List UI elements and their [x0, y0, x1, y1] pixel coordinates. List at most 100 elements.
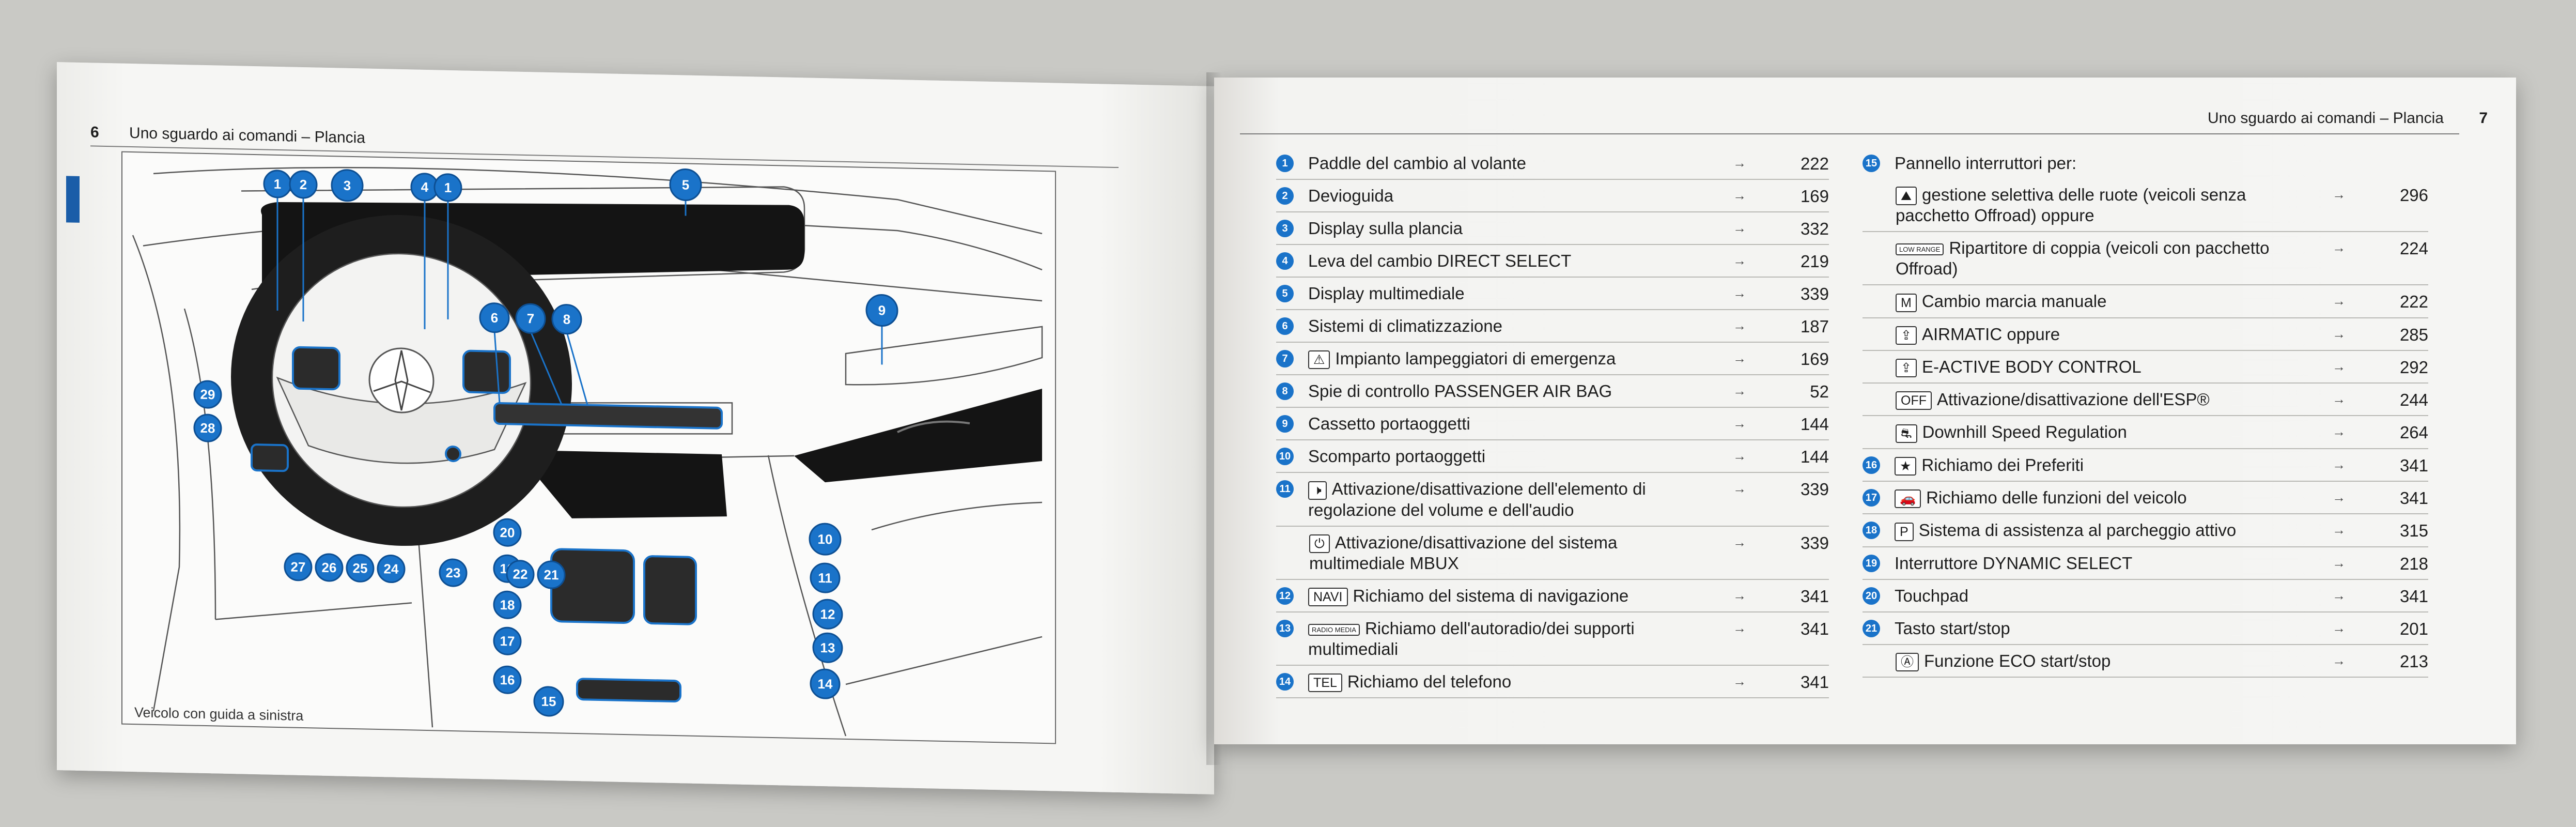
legend-label: Cassetto portaoggetti	[1276, 414, 1829, 434]
page-reference: 339	[1800, 480, 1829, 499]
legend-row: ⇪AIRMATIC oppure→285	[1863, 318, 2428, 351]
page-reference: 201	[2399, 619, 2428, 638]
button-symbol-icon: 🚗	[1895, 489, 1921, 509]
callout-5: 5	[669, 168, 702, 201]
page-reference: 244	[2399, 390, 2428, 410]
legend-label: ⚠Impianto lampeggiatori di emergenza	[1276, 348, 1829, 370]
legend-number-badge: 16	[1863, 456, 1880, 474]
legend-number-badge: 7	[1276, 350, 1294, 367]
legend-label: Leva del cambio DIRECT SELECT	[1276, 251, 1829, 271]
left-page: 6 Uno sguardo ai comandi – Plancia	[57, 62, 1214, 794]
legend-text: Sistema di assistenza al parcheggio atti…	[1918, 520, 2237, 540]
page-reference: 285	[2399, 325, 2428, 344]
cockpit-illustration: 1 2 3 4 1 5 6 7 8 9 29 28 20 10 19 11 18…	[121, 151, 1056, 744]
callout-24: 24	[377, 555, 406, 584]
legend-text: Attivazione/disattivazione dell'ESP®	[1937, 390, 2210, 409]
page-arrow-icon: →	[1733, 285, 1746, 301]
svg-text:9: 9	[878, 302, 886, 318]
callout-17: 17	[493, 626, 522, 655]
legend-number-badge: 19	[1863, 554, 1880, 572]
page-arrow-icon: →	[1733, 383, 1746, 399]
legend-label: Display sulla plancia	[1276, 218, 1829, 239]
page-arrow-icon: →	[1733, 534, 1746, 550]
page-arrow-icon: →	[2332, 293, 2346, 309]
right-page-header: Uno sguardo ai comandi – Plancia 7	[2208, 110, 2488, 127]
callout-15: 15	[533, 686, 564, 717]
legend-number-badge: 10	[1276, 448, 1294, 466]
button-symbol-icon: ⏻	[1309, 534, 1330, 553]
page-reference: 52	[1810, 382, 1829, 402]
left-page-header: 6 Uno sguardo ai comandi – Plancia	[90, 124, 365, 147]
page-arrow-icon: →	[1733, 481, 1746, 497]
legend-number-badge: 3	[1276, 220, 1294, 237]
legend-text: Downhill Speed Regulation	[1922, 422, 2127, 442]
legend-text: Display sulla plancia	[1308, 219, 1463, 238]
legend-text: Richiamo del telefono	[1347, 672, 1512, 692]
svg-text:16: 16	[500, 672, 515, 688]
legend-text: Attivazione/disattivazione del sistema m…	[1309, 532, 1618, 573]
callout-13: 13	[812, 632, 843, 663]
button-symbol-icon: P	[1895, 522, 1914, 541]
legend-text: Cassetto portaoggetti	[1308, 414, 1470, 434]
callout-6: 6	[479, 302, 510, 333]
legend-number-badge: 20	[1863, 587, 1880, 605]
callout-21: 21	[537, 560, 566, 589]
legend-number-badge: 2	[1276, 187, 1294, 205]
svg-text:1: 1	[274, 176, 281, 192]
legend-text: Sistemi di climatizzazione	[1308, 316, 1502, 335]
page-arrow-icon: →	[2332, 326, 2346, 342]
page-reference: 341	[1800, 672, 1829, 692]
svg-text:23: 23	[446, 565, 461, 581]
svg-text:28: 28	[200, 420, 215, 436]
right-header-title: Uno sguardo ai comandi – Plancia	[2208, 110, 2444, 127]
page-reference: 339	[1800, 284, 1829, 303]
legend-number-badge: 21	[1863, 619, 1880, 637]
page-reference: 222	[2399, 292, 2428, 312]
callout-14: 14	[810, 668, 841, 699]
page-reference: 292	[2399, 357, 2428, 377]
page-arrow-icon: →	[1733, 416, 1746, 432]
legend-text: Richiamo dell'autoradio/dei supporti mul…	[1308, 619, 1635, 659]
page-arrow-icon: →	[2332, 456, 2346, 472]
button-symbol-icon: ⇪	[1896, 326, 1917, 345]
legend-number-badge: 13	[1276, 620, 1294, 638]
page-arrow-icon: →	[2332, 424, 2346, 440]
legend-label: Devioguida	[1276, 186, 1829, 206]
page-arrow-icon: →	[1733, 350, 1746, 366]
legend-row: ⛐Downhill Speed Regulation→264	[1863, 416, 2428, 449]
page-arrow-icon: →	[2332, 652, 2346, 668]
svg-text:1: 1	[444, 180, 452, 195]
legend-text: Richiamo dei Preferiti	[1921, 455, 2084, 474]
page-reference: 341	[2399, 455, 2428, 475]
legend-text: Spie di controllo PASSENGER AIR BAG	[1308, 381, 1612, 401]
legend-label: ⏻Attivazione/disattivazione del sistema …	[1309, 532, 1829, 574]
legend-label: Display multimediale	[1276, 283, 1829, 304]
callout-25: 25	[346, 554, 375, 583]
svg-text:3: 3	[344, 178, 351, 193]
page-reference: 169	[1800, 187, 1829, 206]
svg-text:2: 2	[300, 177, 307, 192]
svg-text:25: 25	[353, 560, 368, 576]
page-reference: 169	[1800, 349, 1829, 369]
page-reference: 224	[2399, 239, 2428, 258]
legend-label: Scomparto portaoggetti	[1276, 446, 1829, 467]
callout-23: 23	[439, 558, 468, 587]
legend-text: Richiamo del sistema di navigazione	[1353, 586, 1629, 605]
button-symbol-icon: ⚠	[1308, 350, 1330, 370]
page-reference: 341	[2399, 488, 2428, 508]
legend-label: 🚗Richiamo delle funzioni del veicolo	[1863, 487, 2428, 509]
legend-number-badge: 9	[1276, 415, 1294, 433]
